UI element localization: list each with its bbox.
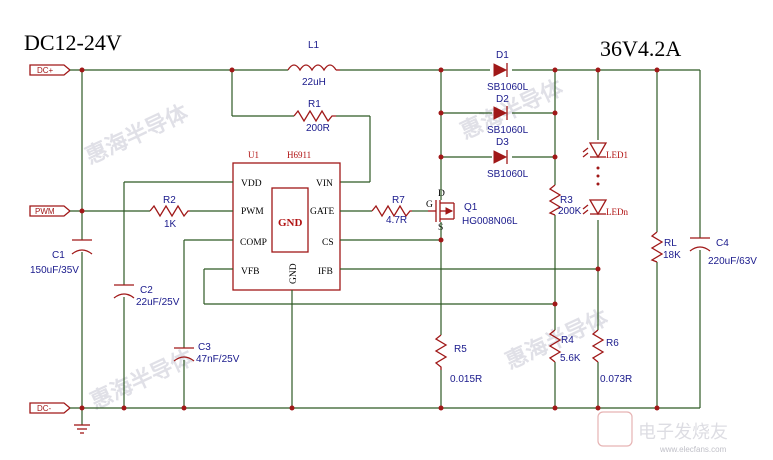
svg-text:D2: D2 — [496, 94, 509, 105]
svg-text:5.6K: 5.6K — [560, 353, 581, 364]
svg-text:VIN: VIN — [316, 179, 333, 189]
watermark: 惠海半导体 — [501, 304, 613, 374]
svg-text:GATE: GATE — [310, 207, 334, 217]
svg-text:DC-: DC- — [37, 404, 52, 413]
ic-center-gnd: GND — [278, 217, 303, 229]
capacitor-c4: C4 220uF/63V — [689, 237, 757, 267]
svg-text:CS: CS — [322, 238, 334, 248]
wire-bottom-rail — [70, 407, 700, 425]
resistor-r1: R1 200R — [293, 99, 336, 134]
svg-text:PWM: PWM — [241, 207, 264, 217]
resistor-r3: R3 200K — [548, 184, 582, 217]
svg-text:电子发烧友: 电子发烧友 — [638, 422, 728, 443]
svg-text:C1: C1 — [52, 250, 65, 261]
ground-icon — [74, 424, 90, 434]
svg-text:LEDn: LEDn — [606, 207, 628, 217]
svg-text:GND: GND — [289, 263, 299, 284]
capacitor-c2: C2 22uF/25V — [113, 284, 180, 308]
svg-text:IFB: IFB — [318, 267, 333, 277]
svg-text:SB1060L: SB1060L — [487, 82, 529, 93]
svg-text:R3: R3 — [560, 195, 573, 206]
junction-dots — [79, 67, 660, 411]
svg-text:VFB: VFB — [241, 267, 259, 277]
svg-text:COMP: COMP — [240, 238, 267, 248]
resistor-rl: RL 18K — [650, 231, 681, 263]
svg-text:22uH: 22uH — [302, 77, 326, 88]
svg-text:R2: R2 — [163, 195, 176, 206]
svg-text:www.elecfans.com: www.elecfans.com — [659, 445, 727, 454]
diode-d3: D3 SB1060L — [487, 137, 529, 180]
svg-text:0.015R: 0.015R — [450, 374, 482, 385]
svg-text:C3: C3 — [198, 342, 211, 353]
svg-text:0.073R: 0.073R — [600, 374, 632, 385]
svg-text:200R: 200R — [306, 123, 330, 134]
svg-text:L1: L1 — [308, 40, 320, 51]
svg-text:1K: 1K — [164, 219, 177, 230]
mosfet-q1: G D S Q1 HG008N06L — [426, 189, 518, 233]
input-voltage-title: DC12-24V — [24, 30, 122, 55]
watermark: 惠海半导体 — [86, 344, 198, 414]
svg-text:VDD: VDD — [241, 179, 262, 189]
svg-text:C2: C2 — [140, 285, 153, 296]
led-led1: LED1 — [582, 142, 628, 160]
svg-text:C4: C4 — [716, 238, 729, 249]
svg-text:R4: R4 — [561, 335, 574, 346]
svg-text:U1: U1 — [248, 150, 259, 160]
svg-text:R7: R7 — [392, 195, 405, 206]
site-logo: 电子发烧友 www.elecfans.com — [597, 411, 728, 454]
svg-text:Q1: Q1 — [464, 202, 478, 213]
svg-text:PWM: PWM — [35, 207, 55, 216]
resistor-r7: R7 4.7R — [371, 195, 412, 226]
svg-text:H6911: H6911 — [287, 150, 311, 160]
diode-d1: D1 SB1060L — [487, 50, 529, 93]
port-dc-plus: DC+ — [29, 64, 72, 76]
resistor-r4: R4 5.6K — [548, 329, 581, 364]
capacitor-c1: C1 150uF/35V — [30, 239, 93, 276]
svg-text:4.7R: 4.7R — [386, 215, 407, 226]
resistor-r2: R2 1K — [149, 195, 190, 230]
svg-text:R6: R6 — [606, 338, 619, 349]
svg-text:SB1060L: SB1060L — [487, 169, 529, 180]
svg-text:D3: D3 — [496, 137, 509, 148]
resistor-r5: R5 0.015R — [434, 334, 482, 385]
port-dc-minus: DC- — [29, 402, 72, 414]
svg-text:SB1060L: SB1060L — [487, 125, 529, 136]
svg-text:47nF/25V: 47nF/25V — [196, 354, 240, 365]
watermark: 惠海半导体 — [81, 99, 193, 169]
svg-text:22uF/25V: 22uF/25V — [136, 297, 180, 308]
inductor-l1: L1 22uH — [287, 40, 340, 88]
svg-text:200K: 200K — [558, 206, 582, 217]
svg-text:18K: 18K — [663, 250, 681, 261]
svg-text:R1: R1 — [308, 99, 321, 110]
svg-text:D1: D1 — [496, 50, 509, 61]
svg-text:150uF/35V: 150uF/35V — [30, 265, 79, 276]
ic-u1: U1 H6911 GND VDD PWM COMP VFB VIN GATE C… — [232, 150, 341, 291]
svg-text:220uF/63V: 220uF/63V — [708, 256, 757, 267]
svg-text:R5: R5 — [454, 344, 467, 355]
output-rating-title: 36V4.2A — [600, 36, 681, 61]
diode-d2: D2 SB1060L — [487, 94, 529, 136]
svg-text:DC+: DC+ — [37, 66, 54, 75]
svg-text:HG008N06L: HG008N06L — [462, 216, 518, 227]
capacitor-c3: C3 47nF/25V — [173, 342, 240, 365]
svg-text:LED1: LED1 — [606, 150, 628, 160]
resistor-r6: R6 0.073R — [591, 329, 632, 385]
svg-text:RL: RL — [664, 238, 677, 249]
led-ellipsis — [596, 166, 600, 186]
led-ledn: LEDn — [582, 199, 628, 217]
svg-text:G: G — [426, 200, 433, 210]
port-pwm: PWM — [29, 205, 72, 217]
